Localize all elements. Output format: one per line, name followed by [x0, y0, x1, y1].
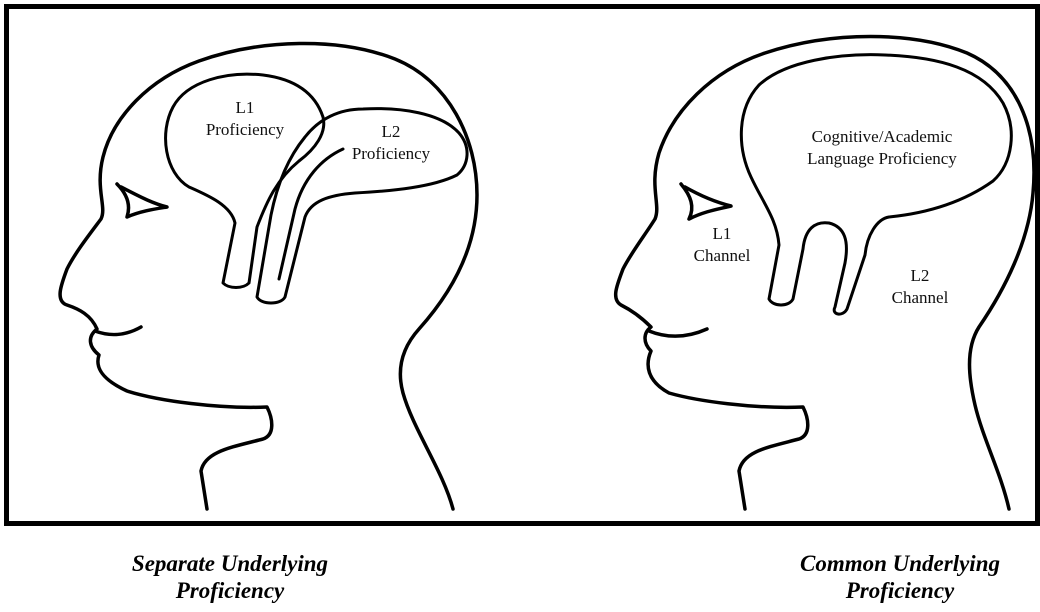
right-head — [616, 37, 1034, 510]
right-eye-icon — [681, 184, 731, 219]
right-common-label-line1: Cognitive/Academic — [767, 126, 997, 148]
right-l1-label-line1: L1 — [677, 223, 767, 245]
right-l2-label: L2 Channel — [875, 265, 965, 309]
right-common-label-line2: Language Proficiency — [767, 148, 997, 170]
separate-caption-line1: Separate Underlying — [90, 550, 370, 577]
left-l2-label-line2: Proficiency — [331, 143, 451, 165]
right-head-outline — [616, 37, 1034, 510]
separate-caption: Separate Underlying Proficiency — [90, 550, 370, 604]
right-common-label: Cognitive/Academic Language Proficiency — [767, 126, 997, 170]
left-l2-label-line1: L2 — [331, 121, 451, 143]
left-mouth-line — [95, 327, 141, 334]
left-l1-label-line2: Proficiency — [185, 119, 305, 141]
right-l2-label-line1: L2 — [875, 265, 965, 287]
separate-caption-line2: Proficiency — [90, 577, 370, 604]
right-mouth-line — [649, 329, 707, 336]
common-caption-line2: Proficiency — [760, 577, 1040, 604]
left-eye-icon — [117, 184, 167, 217]
right-l2-label-line2: Channel — [875, 287, 965, 309]
diagram-frame: L1 Proficiency L2 Proficiency Cognitive/… — [4, 4, 1040, 526]
right-l1-label-line2: Channel — [677, 245, 767, 267]
left-l1-label-line1: L1 — [185, 97, 305, 119]
common-caption-line1: Common Underlying — [760, 550, 1040, 577]
left-l2-label: L2 Proficiency — [331, 121, 451, 165]
right-l1-label: L1 Channel — [677, 223, 767, 267]
left-l1-label: L1 Proficiency — [185, 97, 305, 141]
common-caption: Common Underlying Proficiency — [760, 550, 1040, 604]
